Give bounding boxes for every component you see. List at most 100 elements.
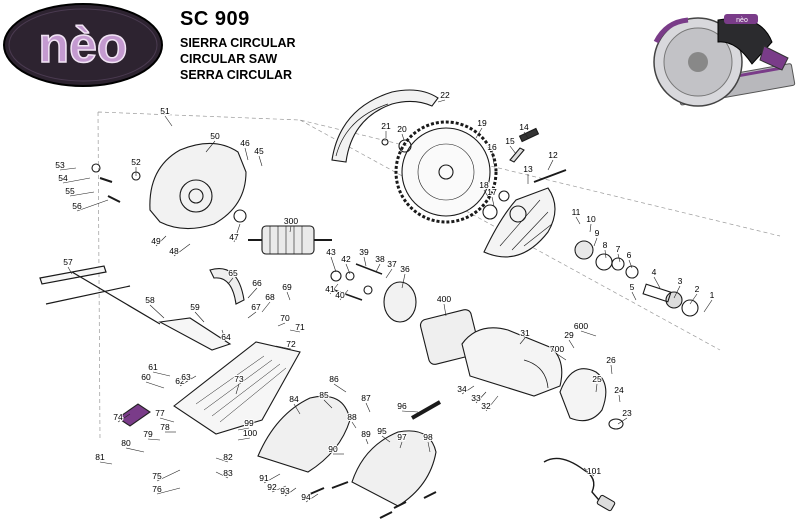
part-number-16: 16 bbox=[487, 142, 497, 152]
part-number-100: 100 bbox=[243, 428, 257, 438]
part-number-12: 12 bbox=[548, 150, 558, 160]
part-number-3: 3 bbox=[678, 276, 683, 286]
part-number-50: 50 bbox=[210, 131, 220, 141]
leader-line-97 bbox=[399, 441, 403, 449]
part-number-40: 40 bbox=[335, 290, 345, 300]
leader-line-77 bbox=[159, 417, 175, 423]
part-number-58: 58 bbox=[145, 295, 155, 305]
leader-line-92 bbox=[271, 485, 287, 493]
leader-line-69 bbox=[286, 291, 291, 301]
bevel-bracket bbox=[209, 268, 245, 305]
handle-housing-left bbox=[257, 395, 351, 473]
leader-line-84 bbox=[293, 403, 301, 415]
leader-line-34 bbox=[461, 385, 475, 395]
bearing-47 bbox=[233, 209, 247, 223]
leader-line-4 bbox=[653, 276, 661, 289]
base-plate bbox=[173, 341, 301, 435]
leader-line-89 bbox=[365, 438, 369, 445]
model-number: SC 909 bbox=[180, 8, 250, 30]
upper-blade-guard bbox=[331, 89, 439, 163]
part-number-77: 77 bbox=[155, 408, 165, 418]
leader-line-63 bbox=[185, 375, 197, 383]
leader-line-75 bbox=[156, 469, 181, 482]
part-number-8: 8 bbox=[603, 240, 608, 250]
leader-line-72 bbox=[275, 345, 292, 350]
part-number-94: 94 bbox=[301, 492, 311, 502]
part-number-300: 300 bbox=[284, 216, 298, 226]
leader-line-300 bbox=[289, 225, 292, 233]
part-number-48: 48 bbox=[169, 246, 179, 256]
leader-line-93 bbox=[284, 487, 297, 497]
part-number-14: 14 bbox=[519, 122, 529, 132]
leader-line-95 bbox=[381, 435, 391, 443]
leader-line-81 bbox=[99, 461, 113, 465]
leader-line-47 bbox=[233, 223, 241, 243]
leader-line-700 bbox=[556, 353, 567, 361]
part-number-69: 69 bbox=[282, 282, 292, 292]
part-number-52: 52 bbox=[131, 157, 141, 167]
part-number-400: 400 bbox=[437, 294, 451, 304]
part-number-700: 700 bbox=[550, 344, 564, 354]
leader-line-38 bbox=[375, 263, 381, 273]
part-number-41: 41 bbox=[325, 284, 335, 294]
part-number-23: 23 bbox=[622, 408, 632, 418]
leader-line-39 bbox=[363, 256, 367, 267]
part-number-74: 74 bbox=[113, 412, 123, 422]
part-number-47: 47 bbox=[229, 232, 239, 242]
part-number-21: 21 bbox=[381, 121, 391, 131]
leader-line-23 bbox=[617, 417, 628, 425]
part-number-31: 31 bbox=[520, 328, 530, 338]
part-number-1: 1 bbox=[710, 290, 715, 300]
part-number-34: 34 bbox=[457, 384, 467, 394]
part-number-25: 25 bbox=[592, 374, 602, 384]
leader-line-87 bbox=[365, 402, 371, 413]
part-number-57: 57 bbox=[63, 257, 73, 267]
leader-line-55 bbox=[69, 191, 95, 197]
part-number-64: 64 bbox=[221, 332, 231, 342]
leader-line-8 bbox=[604, 249, 607, 259]
title-block: SC 909 SIERRA CIRCULAR CIRCULAR SAW SERR… bbox=[180, 8, 296, 83]
leader-line-68 bbox=[261, 301, 271, 313]
leader-line-14 bbox=[523, 131, 529, 139]
leader-line-37 bbox=[385, 268, 393, 279]
part-number-10: 10 bbox=[586, 214, 596, 224]
leader-line-56 bbox=[76, 199, 109, 212]
part-number-73: 73 bbox=[234, 374, 244, 384]
leader-line-71 bbox=[289, 329, 301, 333]
leader-line-64 bbox=[221, 329, 227, 343]
part-number-66: 66 bbox=[252, 278, 262, 288]
part-number-86: 86 bbox=[329, 374, 339, 384]
leader-line-94 bbox=[305, 493, 319, 503]
part-number-63: 63 bbox=[181, 372, 191, 382]
ring-6 bbox=[625, 265, 639, 279]
leader-line-98 bbox=[427, 441, 431, 453]
name-pt: SERRA CIRCULAR bbox=[180, 68, 293, 82]
leader-line-67 bbox=[247, 311, 257, 319]
motor-housing bbox=[461, 327, 563, 397]
leader-line-99 bbox=[237, 427, 250, 431]
product-image: nèo bbox=[653, 14, 796, 107]
part-number-42: 42 bbox=[341, 254, 351, 264]
leader-line-29 bbox=[568, 339, 575, 349]
leader-line-2 bbox=[689, 293, 698, 305]
part-number-15: 15 bbox=[505, 136, 515, 146]
leader-line-26 bbox=[610, 364, 613, 375]
part-number-56: 56 bbox=[72, 201, 82, 211]
part-number-87: 87 bbox=[361, 393, 371, 403]
part-number-38: 38 bbox=[375, 254, 385, 264]
arbor-bolt bbox=[381, 138, 389, 146]
leader-line-85 bbox=[323, 399, 333, 409]
leader-line-3 bbox=[673, 285, 681, 299]
gear-9 bbox=[574, 240, 594, 260]
leader-line-43 bbox=[330, 256, 337, 273]
leader-line-33 bbox=[475, 391, 487, 404]
leader-line-53 bbox=[59, 167, 77, 171]
part-number-68: 68 bbox=[265, 292, 275, 302]
part-number-60: 60 bbox=[141, 372, 151, 382]
leader-line-65 bbox=[227, 277, 234, 285]
part-number-51: 51 bbox=[160, 106, 170, 116]
ring-7 bbox=[611, 257, 625, 271]
part-number-96: 96 bbox=[397, 401, 407, 411]
leader-line-91 bbox=[263, 473, 281, 484]
part-number-18: 18 bbox=[479, 180, 489, 190]
